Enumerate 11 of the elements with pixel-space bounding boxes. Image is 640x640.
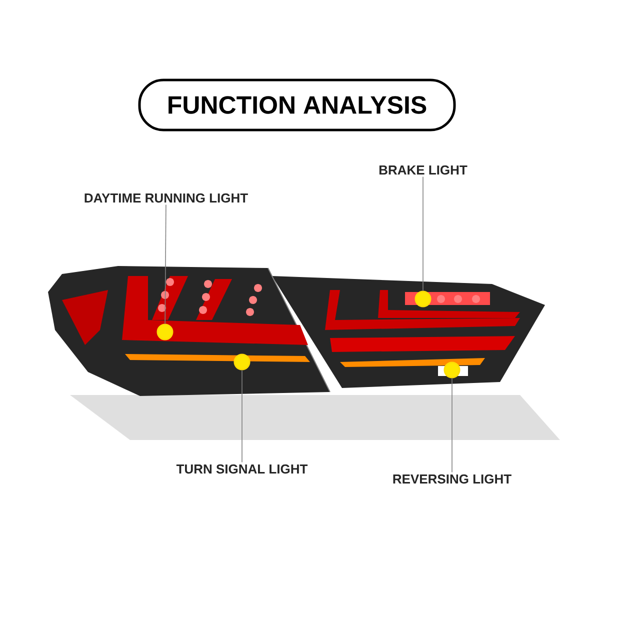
- marker-circle: [414, 290, 432, 308]
- callout-label: TURN SIGNAL LIGHT: [176, 464, 308, 474]
- leader-line: [422, 176, 424, 292]
- callout-label: REVERSING LIGHT: [393, 474, 512, 484]
- title-box: FUNCTION ANALYSIS: [138, 78, 456, 132]
- leader-line: [164, 204, 166, 324]
- callout-label: BRAKE LIGHT: [379, 165, 468, 175]
- marker-circle: [156, 324, 174, 340]
- marker-circle: [444, 362, 460, 378]
- marker-circle: [234, 354, 250, 370]
- callout-label: DAYTIME RUNNING LIGHT: [84, 193, 248, 203]
